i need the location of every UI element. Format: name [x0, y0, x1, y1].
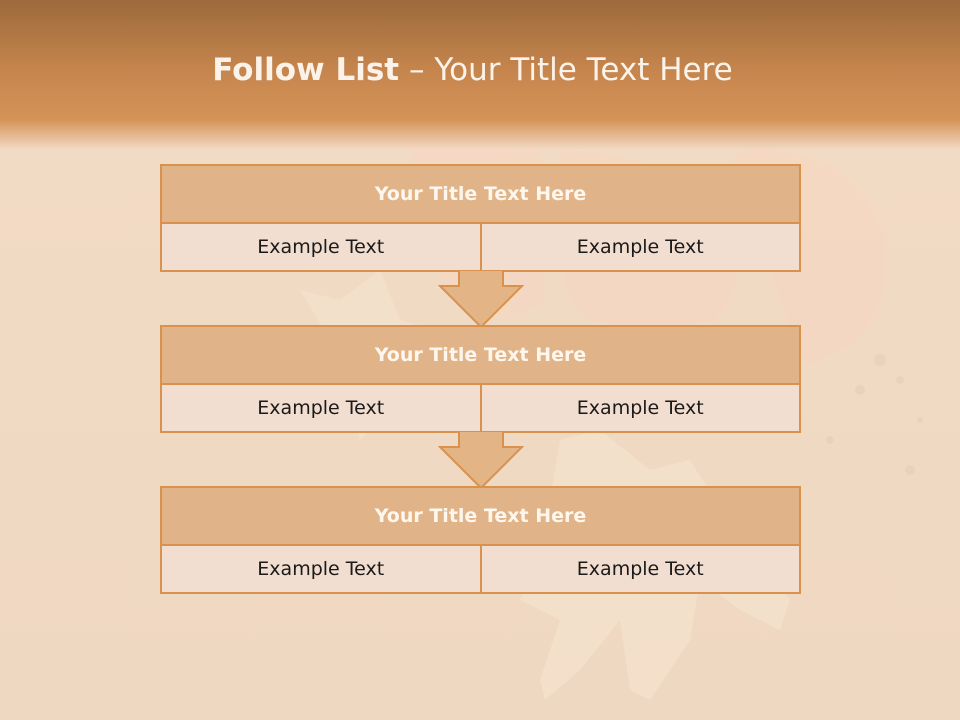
block-heading: Your Title Text Here [162, 166, 799, 224]
block-heading: Your Title Text Here [162, 327, 799, 385]
list-block-2: Your Title Text Here Example Text Exampl… [160, 325, 801, 433]
block-cell-left: Example Text [257, 236, 385, 258]
block-heading: Your Title Text Here [162, 488, 799, 546]
block-cell-right: Example Text [479, 385, 800, 431]
header-band [0, 0, 960, 150]
list-block-3: Your Title Text Here Example Text Exampl… [160, 486, 801, 594]
block-cell-right: Example Text [479, 224, 800, 270]
list-block-1: Your Title Text Here Example Text Exampl… [160, 164, 801, 272]
block-row: Example Text Example Text [162, 546, 799, 592]
down-arrow-icon [438, 431, 524, 489]
block-cell-left: Example Text [257, 558, 385, 580]
block-row: Example Text Example Text [162, 224, 799, 270]
slide-title: Follow List – Your Title Text Here [0, 52, 945, 88]
down-arrow-icon [438, 270, 524, 328]
block-cell-right: Example Text [479, 546, 800, 592]
title-rest-part: – Your Title Text Here [399, 52, 733, 88]
block-row: Example Text Example Text [162, 385, 799, 431]
block-cell-left: Example Text [257, 397, 385, 419]
title-bold-part: Follow List [212, 52, 400, 88]
